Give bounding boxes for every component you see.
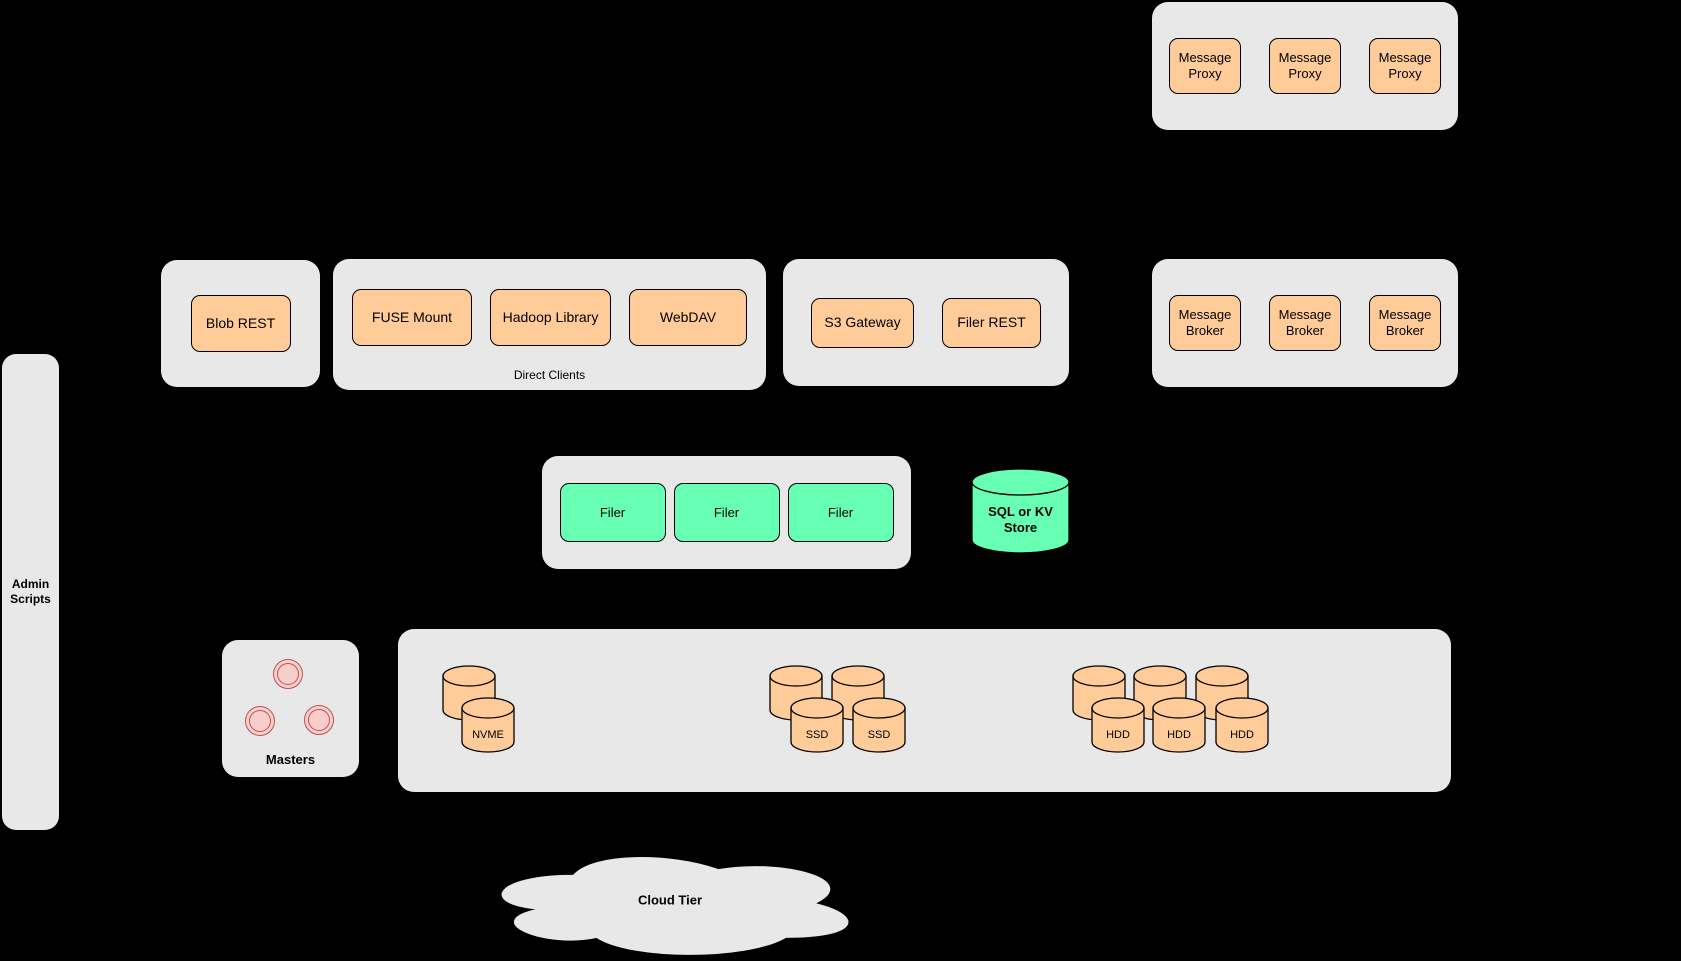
master-node-icon <box>304 705 334 735</box>
database-cylinder-icon <box>971 468 1070 554</box>
master-node-icon <box>273 659 303 689</box>
ssd-cylinder: SSD <box>852 697 906 753</box>
cylinder-icon <box>852 697 906 753</box>
cylinder-icon <box>1215 697 1269 753</box>
sql-kv-store: SQL or KV Store <box>971 468 1070 554</box>
master-node-icon <box>245 706 275 736</box>
message-broker-node: Message Broker <box>1169 295 1241 351</box>
hdd-cylinder: HDD <box>1091 697 1145 753</box>
webdav-node: WebDAV <box>629 289 747 346</box>
nvme-cylinder: NVME <box>461 697 515 753</box>
message-broker-node: Message Broker <box>1369 295 1441 351</box>
filer-rest-node: Filer REST <box>942 297 1041 348</box>
ssd-label: SSD <box>805 728 829 741</box>
cylinder-icon <box>1091 697 1145 753</box>
cloud-icon <box>501 857 849 955</box>
hadoop-library-node: Hadoop Library <box>490 289 611 346</box>
sql-kv-store-label: SQL or KV Store <box>988 503 1053 535</box>
cloud-tier: Cloud Tier <box>477 847 863 960</box>
ssd-cylinder: SSD <box>790 697 844 753</box>
cloud-tier-label: Cloud Tier <box>637 892 703 908</box>
message-broker-node: Message Broker <box>1269 295 1341 351</box>
hdd-cylinder: HDD <box>1152 697 1206 753</box>
filer-node: Filer <box>559 483 666 542</box>
hdd-label: HDD <box>1167 728 1191 741</box>
cylinder-icon <box>461 697 515 753</box>
cylinder-icon <box>1152 697 1206 753</box>
message-proxy-node: Message Proxy <box>1269 38 1341 94</box>
filer-node: Filer <box>673 483 780 542</box>
volume-servers-group: NVME SSD SSD <box>398 629 1451 792</box>
blob-rest-group: Blob REST <box>161 260 320 387</box>
message-proxy-node: Message Proxy <box>1369 38 1441 94</box>
hdd-label: HDD <box>1106 728 1130 741</box>
masters-group: Masters <box>222 640 359 777</box>
admin-scripts-panel: Admin Scripts <box>2 354 59 830</box>
s3-gateway-node: S3 Gateway <box>811 297 914 348</box>
blob-rest-node: Blob REST <box>190 295 291 352</box>
filer-node: Filer <box>787 483 894 542</box>
message-proxy-group: Message Proxy Message Proxy Message Prox… <box>1152 2 1458 130</box>
direct-clients-caption: Direct Clients <box>513 368 586 382</box>
message-proxy-node: Message Proxy <box>1169 38 1241 94</box>
admin-scripts-label: Admin Scripts <box>10 577 51 606</box>
hdd-label: HDD <box>1230 728 1254 741</box>
direct-clients-group: FUSE Mount Hadoop Library WebDAV Direct … <box>333 259 766 390</box>
message-broker-group: Message Broker Message Broker Message Br… <box>1152 259 1458 387</box>
masters-label: Masters <box>265 752 316 767</box>
nvme-label: NVME <box>472 728 504 741</box>
ssd-label: SSD <box>867 728 891 741</box>
hdd-cylinder: HDD <box>1215 697 1269 753</box>
gateway-group: S3 Gateway Filer REST <box>783 259 1069 386</box>
filer-group: Filer Filer Filer <box>542 456 911 569</box>
fuse-mount-node: FUSE Mount <box>352 289 472 346</box>
cylinder-icon <box>790 697 844 753</box>
